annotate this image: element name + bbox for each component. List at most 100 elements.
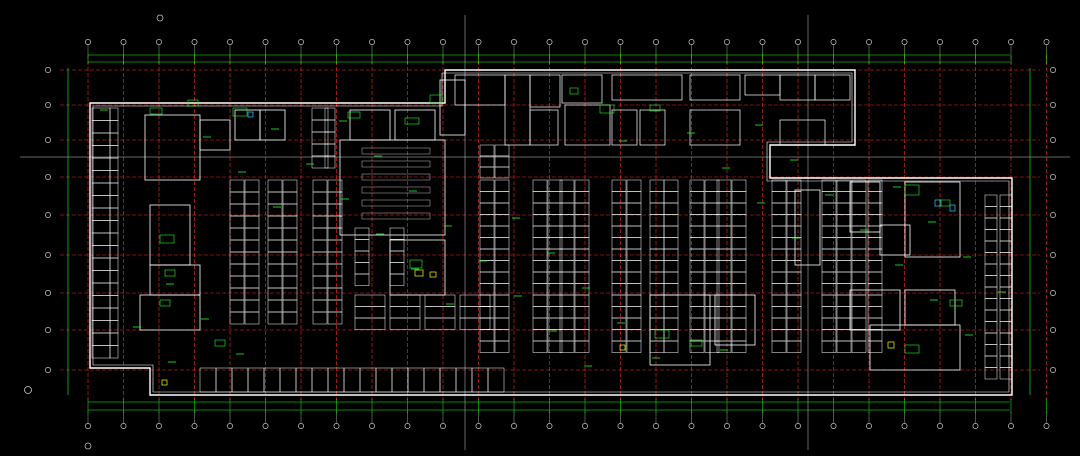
ramp-room <box>339 139 446 236</box>
parking-stall <box>459 317 491 330</box>
ramp-hatch <box>361 212 431 220</box>
parking-stall <box>731 237 747 250</box>
axis-bubble-bottom <box>972 423 979 429</box>
parking-stall <box>479 329 495 342</box>
axis-bubble-bottom <box>156 423 162 429</box>
parking-stall <box>663 294 679 307</box>
parking-stall <box>479 202 495 215</box>
axis-bubble-bottom <box>1043 423 1050 429</box>
parking-stall-bottom <box>295 367 313 393</box>
axis-bubble-top <box>759 39 766 45</box>
annotation-tag <box>347 111 361 119</box>
parking-stall-bottom <box>391 367 409 393</box>
parking-stall <box>494 166 510 179</box>
parking-stall <box>244 287 260 301</box>
parking-stall <box>821 225 837 238</box>
parking-stall <box>611 317 627 330</box>
parking-stall <box>663 340 679 353</box>
parking-stall <box>689 237 705 250</box>
parking-stall <box>389 306 421 319</box>
axis-bubble-right <box>1050 102 1056 108</box>
parking-stall <box>311 155 329 169</box>
axis-bubble-top <box>262 39 269 45</box>
parking-stall <box>611 179 627 192</box>
parking-stall <box>494 271 510 284</box>
parking-stall <box>532 260 548 273</box>
parking-stall <box>479 191 495 204</box>
parking-stall <box>91 170 111 184</box>
parking-stall <box>267 215 283 229</box>
parking-stall <box>532 294 548 307</box>
parking-stall <box>282 251 298 265</box>
parking-stall <box>312 179 328 193</box>
parking-stall <box>532 271 548 284</box>
parking-stall <box>109 282 119 296</box>
axis-bubble-left <box>45 137 51 143</box>
parking-stall <box>836 294 852 307</box>
parking-stall <box>649 271 665 284</box>
parking-stall <box>244 239 260 253</box>
annotation-tag <box>404 117 420 125</box>
parking-stall <box>479 144 495 157</box>
parking-stall <box>311 131 329 145</box>
parking-stall <box>282 275 298 289</box>
parking-stall <box>999 217 1013 230</box>
axis-bubble-bottom <box>511 423 517 429</box>
axis-bubble-top <box>795 39 801 45</box>
core-room <box>144 114 201 181</box>
axis-bubble-left <box>45 67 51 73</box>
parking-stall <box>532 317 548 330</box>
parking-stall <box>611 306 627 319</box>
parking-stall <box>574 306 590 319</box>
annotation-tag <box>164 269 176 277</box>
parking-stall <box>532 329 548 342</box>
axis-bubble-bottom <box>440 423 446 429</box>
parking-stall <box>354 294 386 307</box>
parking-stall <box>494 191 510 204</box>
parking-stall <box>626 214 642 227</box>
parking-stall <box>312 215 328 229</box>
parking-stall <box>109 120 119 134</box>
parking-stall <box>836 317 852 330</box>
parking-stall <box>836 340 852 353</box>
parking-stall <box>649 306 665 319</box>
core-room <box>394 109 436 141</box>
parking-stall <box>424 294 456 307</box>
parking-stall <box>836 271 852 284</box>
parking-stall <box>109 157 119 171</box>
axis-bubble-top <box>85 39 91 45</box>
axis-bubble-corner <box>84 442 92 450</box>
highlight-mark <box>949 204 956 212</box>
parking-stall <box>267 191 283 205</box>
parking-stall <box>786 294 802 307</box>
axis-bubble-top <box>1008 39 1014 45</box>
core-room <box>439 79 466 136</box>
parking-stall <box>354 250 370 263</box>
parking-stall <box>229 311 245 325</box>
parking-stall <box>999 309 1013 322</box>
axis-bubble-bottom <box>582 423 588 429</box>
annotation-tag <box>599 104 615 114</box>
parking-stall <box>786 271 802 284</box>
parking-stall <box>312 311 328 325</box>
parking-stall <box>984 344 998 357</box>
axis-bubble-left <box>45 174 51 180</box>
parking-stall <box>731 294 747 307</box>
parking-stall <box>244 203 260 217</box>
parking-stall <box>851 237 867 250</box>
parking-stall <box>836 202 852 215</box>
parking-stall <box>494 306 510 319</box>
parking-stall <box>109 195 119 209</box>
parking-stall <box>109 132 119 146</box>
axis-bubble-bottom <box>830 423 837 429</box>
highlight-mark <box>887 341 895 349</box>
parking-stall <box>786 214 802 227</box>
parking-stall <box>731 202 747 215</box>
parking-stall <box>91 257 111 271</box>
ramp-hatch <box>361 186 431 194</box>
annotation-tag <box>159 299 171 307</box>
parking-stall <box>91 245 111 259</box>
parking-stall <box>109 245 119 259</box>
